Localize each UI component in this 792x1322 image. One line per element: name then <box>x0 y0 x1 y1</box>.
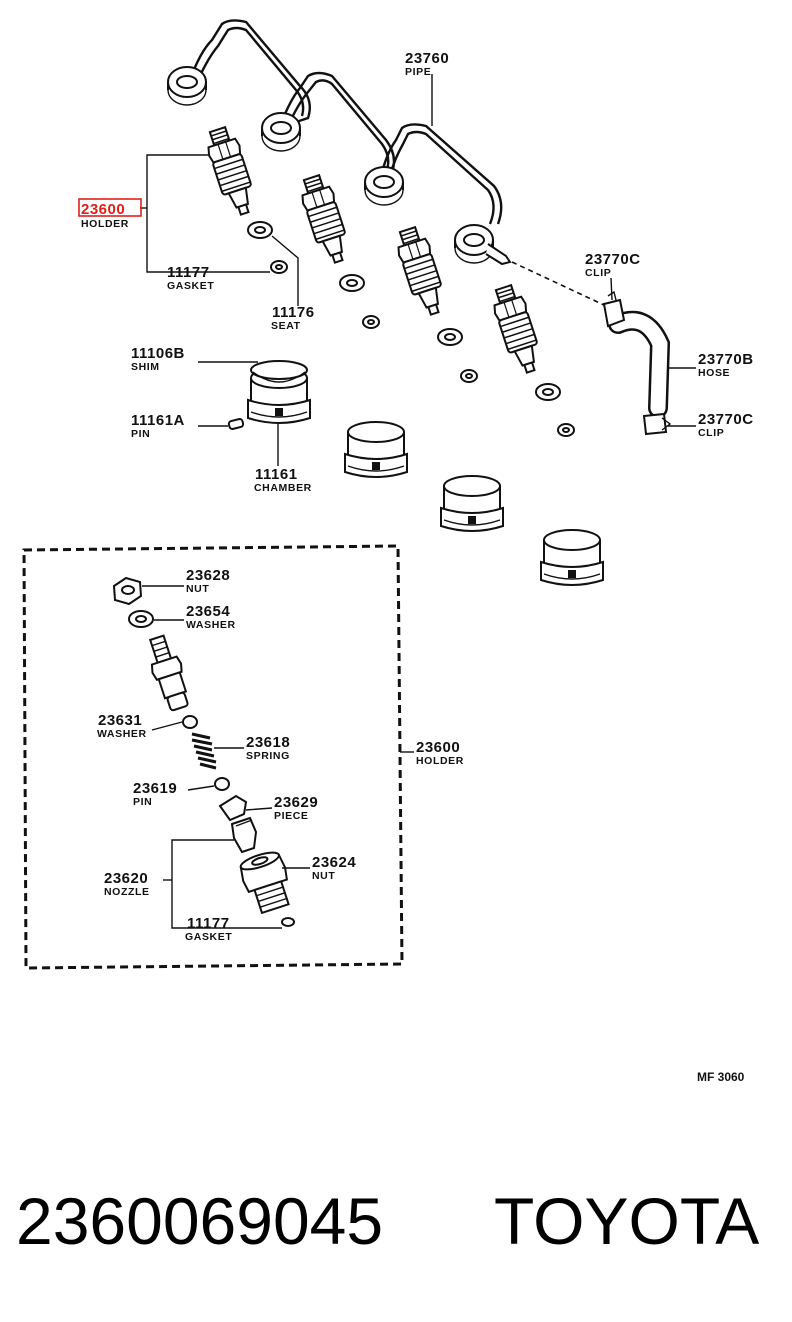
callout-number: 23624 <box>312 854 356 871</box>
callout-number: 23600 <box>416 739 460 756</box>
callout-label: PIN <box>131 428 150 440</box>
callout-number: 23619 <box>133 780 177 797</box>
callout-nut-top[interactable]: 23628 NUT <box>186 567 230 595</box>
highlight-box <box>78 198 142 217</box>
callout-seat[interactable]: 11176 SEAT <box>271 304 315 332</box>
callout-number: 23631 <box>98 712 142 729</box>
callout-label: HOLDER <box>416 755 464 767</box>
callout-number: 11161 <box>255 466 298 483</box>
callout-label: PIPE <box>405 66 431 78</box>
callout-number: 11177 <box>187 915 230 932</box>
callout-number: 11106B <box>131 345 185 362</box>
callout-piece[interactable]: 23629 PIECE <box>274 794 318 822</box>
callout-washer-top[interactable]: 23654 WASHER <box>186 603 236 631</box>
callout-gasket-top[interactable]: 11177 GASKET <box>167 264 214 292</box>
callout-label: PIECE <box>274 810 309 822</box>
callout-label: NOZZLE <box>104 886 150 898</box>
callout-label: HOLDER <box>81 218 129 230</box>
callout-gasket-bottom[interactable]: 11177 GASKET <box>185 915 232 943</box>
callout-label: HOSE <box>698 367 730 379</box>
callout-clip-lower[interactable]: 23770C CLIP <box>698 411 754 439</box>
callout-number: 23629 <box>274 794 318 811</box>
fuel-pipe-assembly <box>167 19 512 266</box>
callout-spring[interactable]: 23618 SPRING <box>246 734 290 762</box>
callout-holder-assembly[interactable]: 23600 HOLDER <box>416 739 464 767</box>
exploded-parts <box>112 576 295 927</box>
callout-shim[interactable]: 11106B SHIM <box>131 345 185 373</box>
chamber-pin <box>227 418 245 430</box>
callout-pipe[interactable]: 23760 PIPE <box>405 50 449 78</box>
callout-number: 11177 <box>167 264 210 281</box>
callout-holder-top[interactable]: 23600 HOLDER <box>78 198 142 230</box>
callout-nozzle[interactable]: 23620 NOZZLE <box>104 870 150 898</box>
leak-off-hose <box>602 290 672 436</box>
callout-label: SEAT <box>271 320 301 332</box>
callout-label: NUT <box>312 870 335 882</box>
callout-number: 23770B <box>698 351 754 368</box>
callout-number: 23770C <box>698 411 754 428</box>
callout-label: WASHER <box>186 619 236 631</box>
leader-lines-lower <box>142 585 310 929</box>
brand-name: TOYOTA <box>494 1184 759 1258</box>
callout-chamber[interactable]: 11161 CHAMBER <box>254 466 312 494</box>
callout-label: NUT <box>186 583 209 595</box>
part-number: 2360069045 <box>16 1184 383 1258</box>
callout-number: 11161A <box>131 412 185 429</box>
callout-number: 23654 <box>186 603 230 620</box>
callout-label: CLIP <box>585 267 611 279</box>
callout-washer-small[interactable]: 23631 WASHER <box>97 712 147 740</box>
callout-label: SPRING <box>246 750 290 762</box>
callout-pin[interactable]: 23619 PIN <box>133 780 177 808</box>
exploded-view-frame <box>22 544 414 970</box>
injector-3 <box>391 223 451 320</box>
combustion-chambers <box>247 360 604 586</box>
diagram-code: MF 3060 <box>697 1070 745 1084</box>
injector-2 <box>295 171 355 268</box>
callout-clip-upper[interactable]: 23770C CLIP <box>585 251 641 279</box>
callout-number: 23628 <box>186 567 230 584</box>
callout-number: 23618 <box>246 734 290 751</box>
callout-number: 23760 <box>405 50 449 67</box>
injector-4 <box>487 281 547 378</box>
callout-label: GASKET <box>185 931 232 943</box>
callout-label: WASHER <box>97 728 147 740</box>
callout-hose[interactable]: 23770B HOSE <box>698 351 754 379</box>
callout-number: 23600 <box>81 201 125 218</box>
callout-label: GASKET <box>167 280 214 292</box>
callout-nut-bottom[interactable]: 23624 NUT <box>312 854 356 882</box>
callout-label: CLIP <box>698 427 724 439</box>
callout-pin-chamber[interactable]: 11161A PIN <box>131 412 185 440</box>
injector-1 <box>201 123 261 220</box>
callout-number: 11176 <box>272 304 315 321</box>
callout-label: SHIM <box>131 361 160 373</box>
callout-label: PIN <box>133 796 152 808</box>
callout-label: CHAMBER <box>254 482 312 494</box>
callout-number: 23620 <box>104 870 148 887</box>
callout-number: 23770C <box>585 251 641 268</box>
